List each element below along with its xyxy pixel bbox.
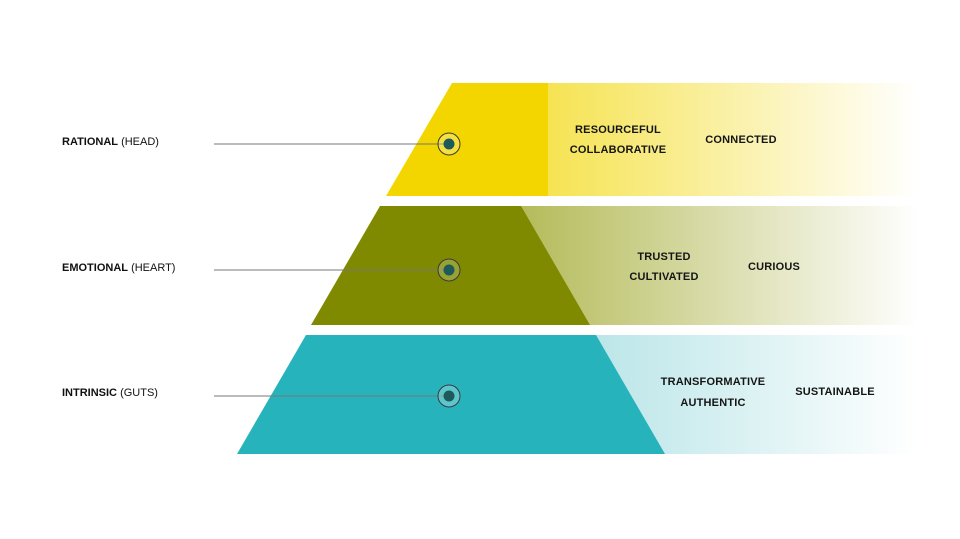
label-emotional: EMOTIONAL (HEART): [62, 262, 175, 274]
word-curious: CURIOUS: [747, 261, 801, 273]
label-intrinsic: INTRINSIC (GUTS): [62, 387, 158, 399]
word-sustainable: SUSTAINABLE: [795, 386, 875, 398]
marker-rational-dot: [443, 138, 455, 150]
layer-intrinsic: [214, 335, 918, 454]
word-collaborative: COLLABORATIVE: [569, 144, 667, 156]
word-trusted: TRUSTED: [637, 251, 691, 263]
marker-emotional-dot: [443, 264, 455, 276]
layer-rational: [214, 83, 918, 196]
word-connected: CONNECTED: [705, 134, 777, 146]
label-rational-name: RATIONAL: [62, 136, 119, 148]
word-resourceful: RESOURCEFUL: [575, 124, 661, 136]
word-authentic: AUTHENTIC: [680, 397, 746, 409]
word-transformative: TRANSFORMATIVE: [660, 376, 766, 388]
label-emotional-name: EMOTIONAL: [62, 262, 128, 274]
layer-rational-shape: [386, 83, 548, 196]
layer-emotional: [214, 206, 918, 325]
label-rational-qualifier: (HEAD): [121, 136, 159, 148]
marker-intrinsic-dot: [443, 390, 455, 402]
word-cultivated: CULTIVATED: [629, 271, 699, 283]
label-intrinsic-name: INTRINSIC: [62, 387, 117, 399]
label-rational: RATIONAL (HEAD): [62, 136, 159, 148]
label-emotional-qualifier: (HEART): [131, 262, 176, 274]
label-intrinsic-qualifier: (GUTS): [120, 387, 158, 399]
